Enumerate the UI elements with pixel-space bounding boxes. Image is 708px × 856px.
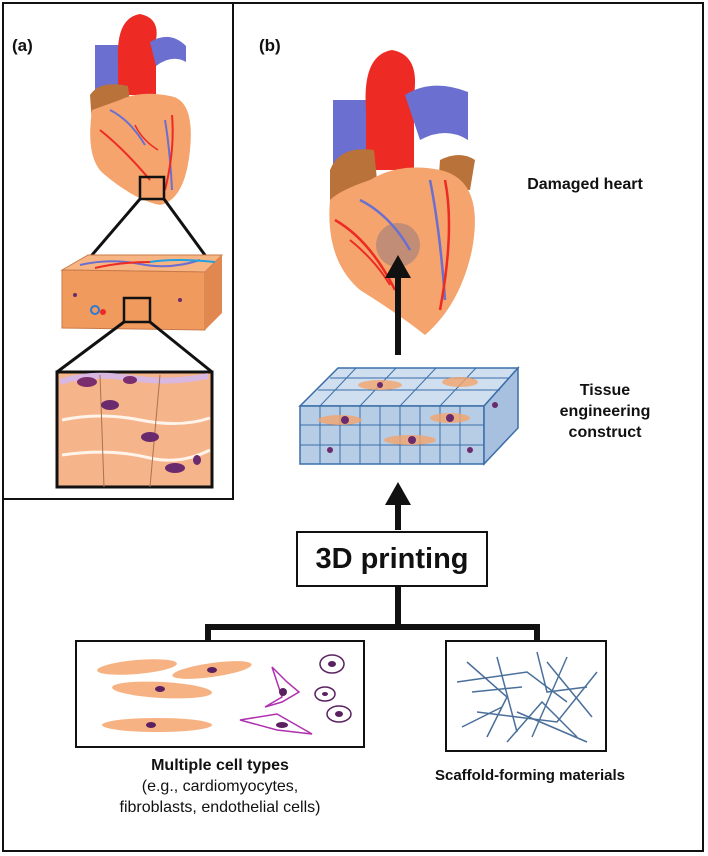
scaffold-fibers-icon (456, 651, 598, 743)
tissue-construct-icon (298, 366, 520, 466)
scaffold-caption: Scaffold-forming materials (434, 767, 626, 784)
cell-types-line2: fibroblasts, endothelial cells) (119, 799, 321, 816)
damaged-heart-label: Damaged heart (527, 176, 643, 193)
construct-label-line3: construct (568, 424, 642, 441)
zoom-box-2 (122, 296, 152, 324)
panel-b-label: (b) (259, 36, 281, 55)
cell-types-title: Multiple cell types (151, 757, 289, 774)
cell-types-box (75, 640, 365, 748)
construct-label-line2: engineering (559, 403, 651, 420)
panel-a-label: (a) (12, 36, 33, 55)
cell-types-line1: (e.g., cardiomyocytes, (141, 778, 299, 795)
construct-label-line1: Tissue (579, 382, 631, 399)
construct-label: Tissue engineering construct (545, 380, 665, 443)
printing-box: 3D printing (296, 531, 488, 587)
zoom-box-1 (138, 175, 166, 201)
cardiomyocyte-micro-icon (55, 370, 214, 489)
cell-types-caption: Multiple cell types (e.g., cardiomyocyte… (80, 755, 360, 818)
heart-small-icon (90, 14, 191, 205)
cell-types-icon (97, 654, 352, 735)
scaffold-box (445, 640, 607, 752)
tissue-slab-icon (60, 254, 224, 331)
damaged-heart-icon (329, 50, 475, 335)
